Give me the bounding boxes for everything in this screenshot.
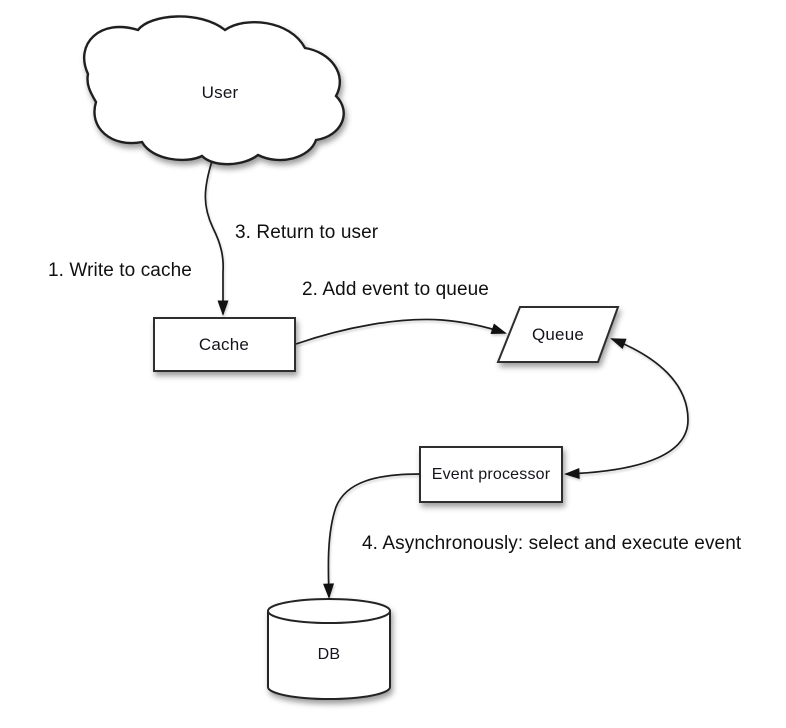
cache-box-shape (153, 317, 296, 372)
edge-cache-to-queue (295, 318, 507, 345)
label-step-4-async-execute: 4. Asynchronously: select and execute ev… (362, 533, 742, 554)
event-processor-box-label: Event processor (431, 466, 551, 483)
edge-eventprocessor-to-db (323, 473, 421, 599)
event-processor-box-shape (419, 446, 563, 503)
db-cylinder-label: DB (317, 646, 341, 663)
edge-queue-to-eventprocessor (564, 419, 689, 479)
edge-user-to-cache (204, 160, 229, 316)
label-step-2-add-event-to-queue: 2. Add event to queue (302, 279, 489, 300)
label-step-1-write-to-cache: 1. Write to cache (48, 260, 192, 281)
edge-eventprocessor-to-queue (610, 338, 689, 421)
label-step-3-return-to-user: 3. Return to user (235, 222, 379, 243)
user-cloud-label: User (201, 83, 239, 102)
queue-parallelogram-shape (496, 306, 620, 363)
user-cloud-shape (82, 15, 345, 166)
db-cylinder-shape (267, 598, 391, 700)
queue-parallelogram-label: Queue (531, 325, 585, 344)
cache-box-label: Cache (198, 335, 250, 354)
